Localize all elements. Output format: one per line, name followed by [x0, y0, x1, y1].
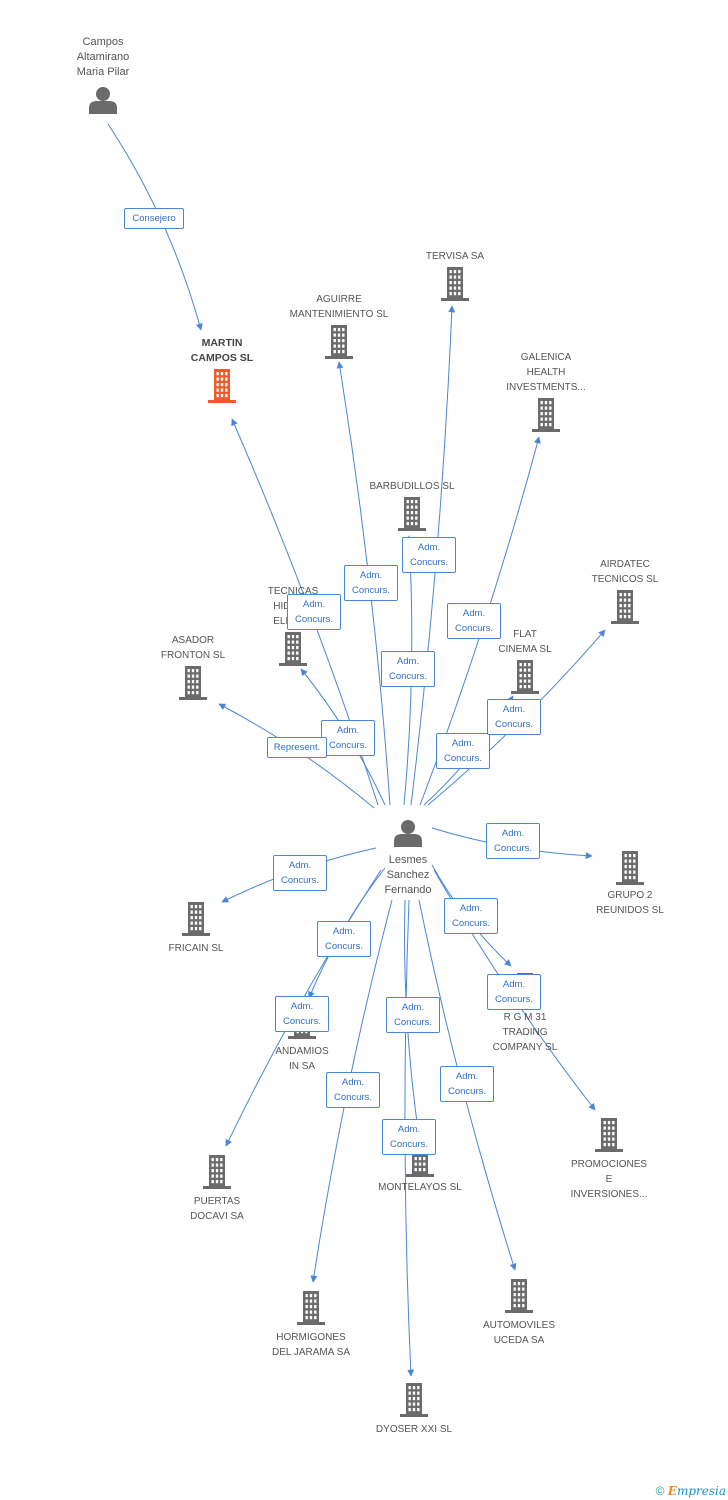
node-label-rgm[interactable]: R G M 31 TRADING COMPANY SL	[492, 1012, 558, 1053]
building-icon-automoviles[interactable]	[505, 1279, 533, 1313]
node-label-aguirre[interactable]: AGUIRRE MANTENIMIENTO SL	[289, 294, 389, 320]
edge-label-martin[interactable]: Consejero	[124, 207, 184, 229]
node-label-montelayos[interactable]: MONTELAYOS SL	[378, 1182, 462, 1193]
edge-label-dyoser[interactable]: Adm. Concurs.	[440, 1066, 494, 1102]
edge-label-automoviles[interactable]: Adm. Concurs.	[386, 997, 440, 1033]
edge-label-asador[interactable]: Represent.	[267, 736, 327, 758]
building-icon-martin[interactable]	[208, 369, 236, 403]
building-icon-puertas[interactable]	[203, 1155, 231, 1189]
edge-label-tervisa[interactable]: Adm. Concurs.	[402, 537, 456, 573]
building-icon-dyoser[interactable]	[400, 1383, 428, 1417]
edge-label-airdatec[interactable]: Adm. Concurs.	[487, 699, 541, 735]
node-label-flat[interactable]: FLAT CINEMA SL	[498, 629, 552, 655]
building-icon-aguirre[interactable]	[325, 325, 353, 359]
building-icon-promociones[interactable]	[595, 1118, 623, 1152]
building-icon-galenica[interactable]	[532, 398, 560, 432]
copyright-symbol: ©	[655, 1484, 665, 1498]
edge-label-puertas[interactable]: Adm. Concurs.	[275, 996, 329, 1032]
person-icon-campos[interactable]	[89, 87, 117, 114]
node-label-fricain[interactable]: FRICAIN SL	[168, 943, 224, 954]
building-icon-flat[interactable]	[511, 660, 539, 694]
building-icon-hormigones[interactable]	[297, 1291, 325, 1325]
building-icon-tecnicas[interactable]	[279, 632, 307, 666]
person-icon-lesmes[interactable]	[394, 820, 422, 847]
edge-label-aguirre[interactable]: Adm. Concurs.	[344, 565, 398, 601]
edge-label-promociones[interactable]: Adm. Concurs.	[444, 898, 498, 934]
node-label-automoviles[interactable]: AUTOMOVILES UCEDA SA	[482, 1320, 556, 1346]
brand-logo: Empresia	[667, 1484, 726, 1498]
node-label-barbudillos[interactable]: BARBUDILLOS SL	[369, 481, 455, 492]
node-label-puertas[interactable]: PUERTAS DOCAVI SA	[190, 1196, 244, 1222]
edge-label-flat[interactable]: Adm. Concurs.	[436, 733, 490, 769]
edge-label-andamios[interactable]: Adm. Concurs.	[317, 921, 371, 957]
building-icon-tervisa[interactable]	[441, 267, 469, 301]
edge-label-barbudillos[interactable]: Adm. Concurs.	[381, 651, 435, 687]
footer-brand[interactable]: © Empresia	[656, 1484, 726, 1498]
building-icon-grupo2[interactable]	[616, 851, 644, 885]
building-icon-barbudillos[interactable]	[398, 497, 426, 531]
node-label-tervisa[interactable]: TERVISA SA	[425, 251, 485, 262]
edge-label-galenica[interactable]: Adm. Concurs.	[447, 603, 501, 639]
edge-label-grupo2[interactable]: Adm. Concurs.	[486, 823, 540, 859]
building-icon-airdatec[interactable]	[611, 590, 639, 624]
node-label-dyoser[interactable]: DYOSER XXI SL	[375, 1424, 453, 1435]
building-icon-fricain[interactable]	[182, 902, 210, 936]
node-label-promociones[interactable]: PROMOCIONES E INVERSIONES...	[570, 1159, 648, 1200]
node-label-hormigones[interactable]: HORMIGONES DEL JARAMA SA	[272, 1332, 350, 1358]
edge-label-tecnicas[interactable]: Adm. Concurs.	[321, 720, 375, 756]
node-label-lesmes[interactable]: Lesmes Sanchez Fernando	[384, 854, 432, 896]
edge-label-montelayos[interactable]: Adm. Concurs.	[382, 1119, 436, 1155]
node-label-asador[interactable]: ASADOR FRONTON SL	[160, 635, 226, 661]
node-label-galenica[interactable]: GALENICA HEALTH INVESTMENTS...	[506, 352, 586, 393]
edge-label-fricain[interactable]: Adm. Concurs.	[273, 855, 327, 891]
edge-label-martin[interactable]: Adm. Concurs.	[287, 594, 341, 630]
edge-label-hormigones[interactable]: Adm. Concurs.	[326, 1072, 380, 1108]
node-label-grupo2[interactable]: GRUPO 2 REUNIDOS SL	[596, 890, 664, 916]
edge-label-rgm[interactable]: Adm. Concurs.	[487, 974, 541, 1010]
node-label-andamios[interactable]: ANDAMIOS IN SA	[275, 1046, 329, 1072]
building-icon-asador[interactable]	[179, 666, 207, 700]
node-label-campos[interactable]: Campos Altamirano Maria Pilar	[76, 36, 130, 78]
node-label-martin[interactable]: MARTIN CAMPOS SL	[190, 337, 254, 364]
node-label-airdatec[interactable]: AIRDATEC TECNICOS SL	[591, 559, 659, 585]
